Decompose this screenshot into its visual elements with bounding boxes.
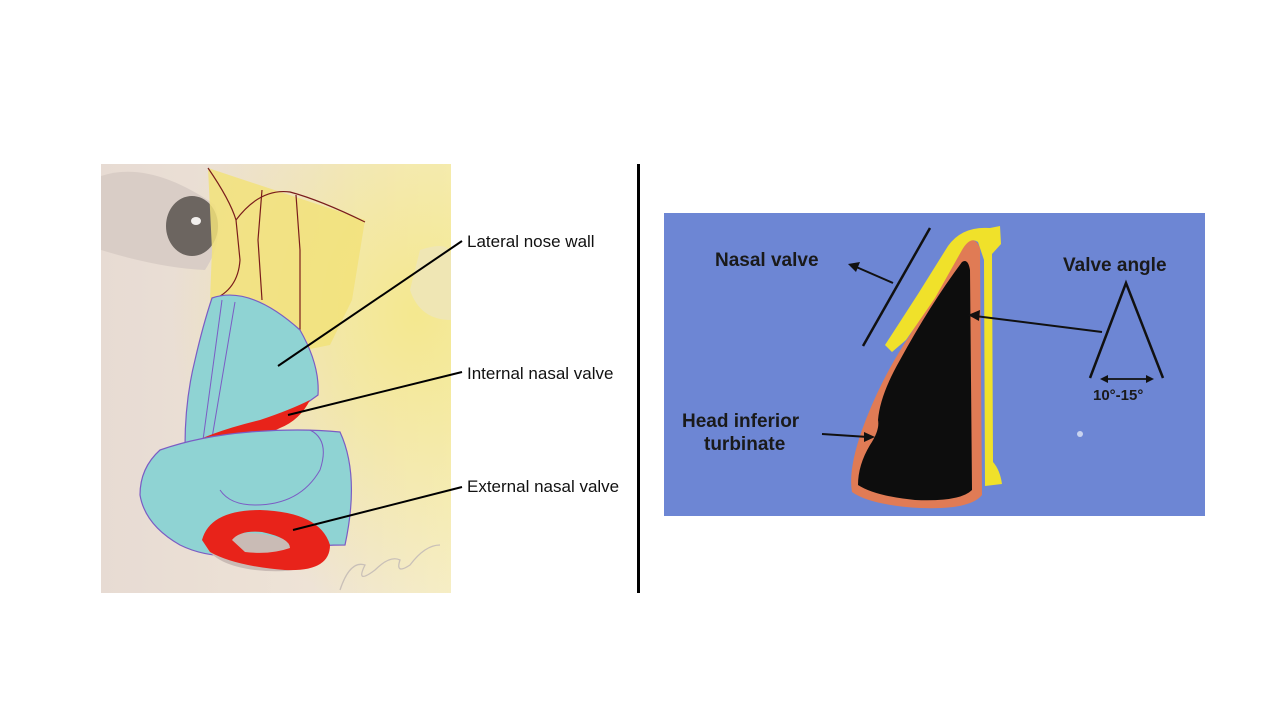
label-valve-angle: Valve angle: [1063, 255, 1167, 276]
label-turbinate: turbinate: [704, 434, 785, 455]
angle-range-arrowhead-right: [1146, 375, 1154, 383]
label-internal-nasal-valve: Internal nasal valve: [467, 364, 614, 383]
suture-line: [235, 190, 366, 223]
nasal-valve-arrowhead: [848, 262, 860, 272]
speck: [1077, 431, 1083, 437]
eye-highlight: [191, 217, 201, 225]
leader-line-internal-valve: [287, 371, 463, 416]
eye: [166, 196, 218, 256]
leader-line-lateral-wall: [277, 240, 463, 367]
leader-line-external-valve: [292, 486, 463, 531]
label-angle-range: 10°-15°: [1093, 387, 1143, 404]
nasal-valve-line: [861, 227, 932, 347]
label-head-inferior: Head inferior: [682, 411, 800, 432]
turbinate-arrow: [821, 433, 869, 438]
label-lateral-nose-wall: Lateral nose wall: [467, 232, 595, 251]
suture-line: [257, 189, 263, 301]
valve-angle-symbol: [1088, 279, 1165, 379]
external-valve-highlight: [202, 510, 330, 571]
suture-line: [295, 194, 301, 330]
cartilage-ridge: [202, 299, 223, 441]
suture-line: [207, 167, 241, 301]
panel-divider: [637, 164, 640, 593]
airway-lumen: [858, 261, 972, 501]
artist-signature: [339, 544, 441, 591]
label-external-nasal-valve: External nasal valve: [467, 477, 620, 496]
nasal-valve-arrow: [853, 265, 894, 284]
septum-cartilage: [885, 226, 1002, 486]
angle-range-arrowhead-left: [1100, 375, 1108, 383]
label-nasal-valve: Nasal valve: [715, 250, 819, 271]
valve-angle-arrow: [974, 315, 1103, 333]
valve-angle-arrowhead: [968, 310, 980, 321]
cartilage-ridge: [211, 301, 236, 439]
alar-fold: [219, 429, 324, 506]
turbinate-arrowhead: [864, 432, 875, 442]
far-eye: [410, 246, 451, 320]
